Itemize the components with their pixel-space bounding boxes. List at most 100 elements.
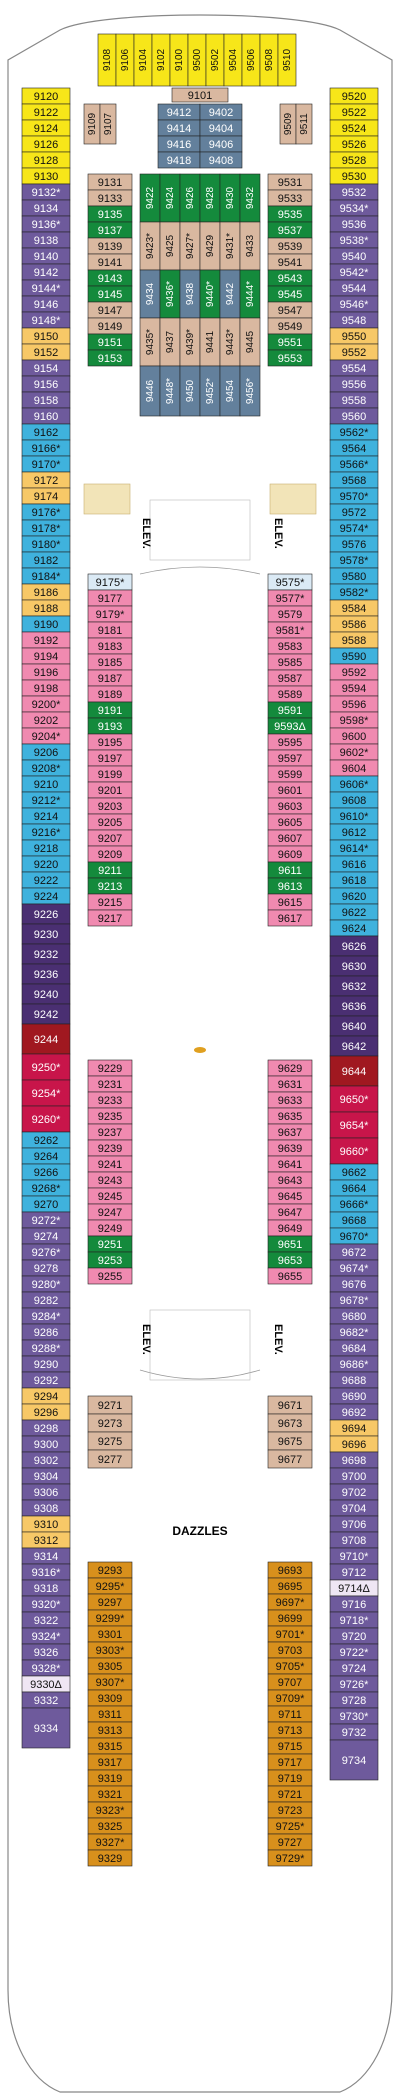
cabin-9236[interactable]: 9236 bbox=[21, 963, 71, 985]
cabin-9108[interactable]: 9108 bbox=[97, 33, 117, 87]
cabin-9562[interactable]: 9562* bbox=[329, 423, 379, 441]
cabin-9290[interactable]: 9290 bbox=[21, 1355, 71, 1373]
cabin-9574[interactable]: 9574* bbox=[329, 519, 379, 537]
cabin-9660[interactable]: 9660* bbox=[329, 1137, 379, 1165]
cabin-9584[interactable]: 9584 bbox=[329, 599, 379, 617]
cabin-9608[interactable]: 9608 bbox=[329, 791, 379, 809]
cabin-9693[interactable]: 9693 bbox=[267, 1561, 313, 1579]
cabin-9541[interactable]: 9541 bbox=[267, 253, 313, 271]
cabin-9280[interactable]: 9280* bbox=[21, 1275, 71, 1293]
cabin-9430[interactable]: 9430 bbox=[219, 173, 241, 223]
cabin-9649[interactable]: 9649 bbox=[267, 1219, 313, 1237]
cabin-9232[interactable]: 9232 bbox=[21, 943, 71, 965]
cabin-9101[interactable]: 9101 bbox=[171, 87, 229, 103]
cabin-9240[interactable]: 9240 bbox=[21, 983, 71, 1005]
cabin-9655[interactable]: 9655 bbox=[267, 1267, 313, 1285]
cabin-9423[interactable]: 9423* bbox=[139, 221, 161, 271]
cabin-9596[interactable]: 9596 bbox=[329, 695, 379, 713]
cabin-9543[interactable]: 9543 bbox=[267, 269, 313, 287]
cabin-9233[interactable]: 9233 bbox=[87, 1091, 133, 1109]
cabin-9586[interactable]: 9586 bbox=[329, 615, 379, 633]
cabin-9133[interactable]: 9133 bbox=[87, 189, 133, 207]
cabin-9139[interactable]: 9139 bbox=[87, 237, 133, 255]
cabin-9318[interactable]: 9318 bbox=[21, 1579, 71, 1597]
cabin-9143[interactable]: 9143 bbox=[87, 269, 133, 287]
cabin-9306[interactable]: 9306 bbox=[21, 1483, 71, 1501]
cabin-9717[interactable]: 9717 bbox=[267, 1753, 313, 1771]
cabin-9316[interactable]: 9316* bbox=[21, 1563, 71, 1581]
cabin-9551[interactable]: 9551 bbox=[267, 333, 313, 351]
cabin-9241[interactable]: 9241 bbox=[87, 1155, 133, 1173]
cabin-9192[interactable]: 9192 bbox=[21, 631, 71, 649]
cabin-9260[interactable]: 9260* bbox=[21, 1105, 71, 1133]
cabin-9215[interactable]: 9215 bbox=[87, 893, 133, 911]
cabin-9144[interactable]: 9144* bbox=[21, 279, 71, 297]
cabin-9175[interactable]: 9175* bbox=[87, 573, 133, 591]
cabin-9197[interactable]: 9197 bbox=[87, 749, 133, 767]
cabin-9412[interactable]: 9412 bbox=[157, 103, 201, 121]
cabin-9182[interactable]: 9182 bbox=[21, 551, 71, 569]
cabin-9272[interactable]: 9272* bbox=[21, 1211, 71, 1229]
cabin-9436[interactable]: 9436* bbox=[159, 269, 181, 319]
cabin-9242[interactable]: 9242 bbox=[21, 1003, 71, 1025]
cabin-9429[interactable]: 9429 bbox=[199, 221, 221, 271]
cabin-9293[interactable]: 9293 bbox=[87, 1561, 133, 1579]
cabin-9137[interactable]: 9137 bbox=[87, 221, 133, 239]
cabin-9243[interactable]: 9243 bbox=[87, 1171, 133, 1189]
cabin-9109[interactable]: 9109 bbox=[83, 103, 101, 145]
cabin-9313[interactable]: 9313 bbox=[87, 1721, 133, 1739]
cabin-9540[interactable]: 9540 bbox=[329, 247, 379, 265]
cabin-9632[interactable]: 9632 bbox=[329, 975, 379, 997]
cabin-9435[interactable]: 9435* bbox=[139, 317, 161, 367]
cabin-9506[interactable]: 9506 bbox=[241, 33, 261, 87]
cabin-9696[interactable]: 9696 bbox=[329, 1435, 379, 1453]
cabin-9181[interactable]: 9181 bbox=[87, 621, 133, 639]
cabin-9326[interactable]: 9326 bbox=[21, 1643, 71, 1661]
cabin-9575[interactable]: 9575* bbox=[267, 573, 313, 591]
cabin-9635[interactable]: 9635 bbox=[267, 1107, 313, 1125]
cabin-9180[interactable]: 9180* bbox=[21, 535, 71, 553]
cabin-9270[interactable]: 9270 bbox=[21, 1195, 71, 1213]
cabin-9545[interactable]: 9545 bbox=[267, 285, 313, 303]
cabin-9607[interactable]: 9607 bbox=[267, 829, 313, 847]
cabin-9294[interactable]: 9294 bbox=[21, 1387, 71, 1405]
cabin-9454[interactable]: 9454 bbox=[219, 365, 241, 417]
cabin-9414[interactable]: 9414 bbox=[157, 119, 201, 137]
cabin-9408[interactable]: 9408 bbox=[199, 151, 243, 169]
cabin-9102[interactable]: 9102 bbox=[151, 33, 171, 87]
cabin-9602[interactable]: 9602* bbox=[329, 743, 379, 761]
cabin-9230[interactable]: 9230 bbox=[21, 923, 71, 945]
cabin-9637[interactable]: 9637 bbox=[267, 1123, 313, 1141]
cabin-9715[interactable]: 9715 bbox=[267, 1737, 313, 1755]
cabin-9328[interactable]: 9328* bbox=[21, 1659, 71, 1677]
cabin-9711[interactable]: 9711 bbox=[267, 1705, 313, 1723]
cabin-9156[interactable]: 9156 bbox=[21, 375, 71, 393]
cabin-9701[interactable]: 9701* bbox=[267, 1625, 313, 1643]
cabin-9535[interactable]: 9535 bbox=[267, 205, 313, 223]
cabin-9437[interactable]: 9437 bbox=[159, 317, 181, 367]
cabin-9626[interactable]: 9626 bbox=[329, 935, 379, 957]
cabin-9534[interactable]: 9534* bbox=[329, 199, 379, 217]
cabin-9721[interactable]: 9721 bbox=[267, 1785, 313, 1803]
cabin-9564[interactable]: 9564 bbox=[329, 439, 379, 457]
cabin-9528[interactable]: 9528 bbox=[329, 151, 379, 169]
cabin-9450[interactable]: 9450 bbox=[179, 365, 201, 417]
cabin-9324[interactable]: 9324* bbox=[21, 1627, 71, 1645]
cabin-9249[interactable]: 9249 bbox=[87, 1219, 133, 1237]
cabin-9334[interactable]: 9334 bbox=[21, 1707, 71, 1749]
cabin-9150[interactable]: 9150 bbox=[21, 327, 71, 345]
cabin-9438[interactable]: 9438 bbox=[179, 269, 201, 319]
cabin-9698[interactable]: 9698 bbox=[329, 1451, 379, 1469]
cabin-9284[interactable]: 9284* bbox=[21, 1307, 71, 1325]
cabin-9640[interactable]: 9640 bbox=[329, 1015, 379, 1037]
cabin-9247[interactable]: 9247 bbox=[87, 1203, 133, 1221]
cabin-9502[interactable]: 9502 bbox=[205, 33, 225, 87]
cabin-9128[interactable]: 9128 bbox=[21, 151, 71, 169]
cabin-9177[interactable]: 9177 bbox=[87, 589, 133, 607]
cabin-9546[interactable]: 9546* bbox=[329, 295, 379, 313]
cabin-9598[interactable]: 9598* bbox=[329, 711, 379, 729]
cabin-9644[interactable]: 9644 bbox=[329, 1055, 379, 1087]
cabin-9202[interactable]: 9202 bbox=[21, 711, 71, 729]
cabin-9425[interactable]: 9425 bbox=[159, 221, 181, 271]
cabin-9146[interactable]: 9146 bbox=[21, 295, 71, 313]
